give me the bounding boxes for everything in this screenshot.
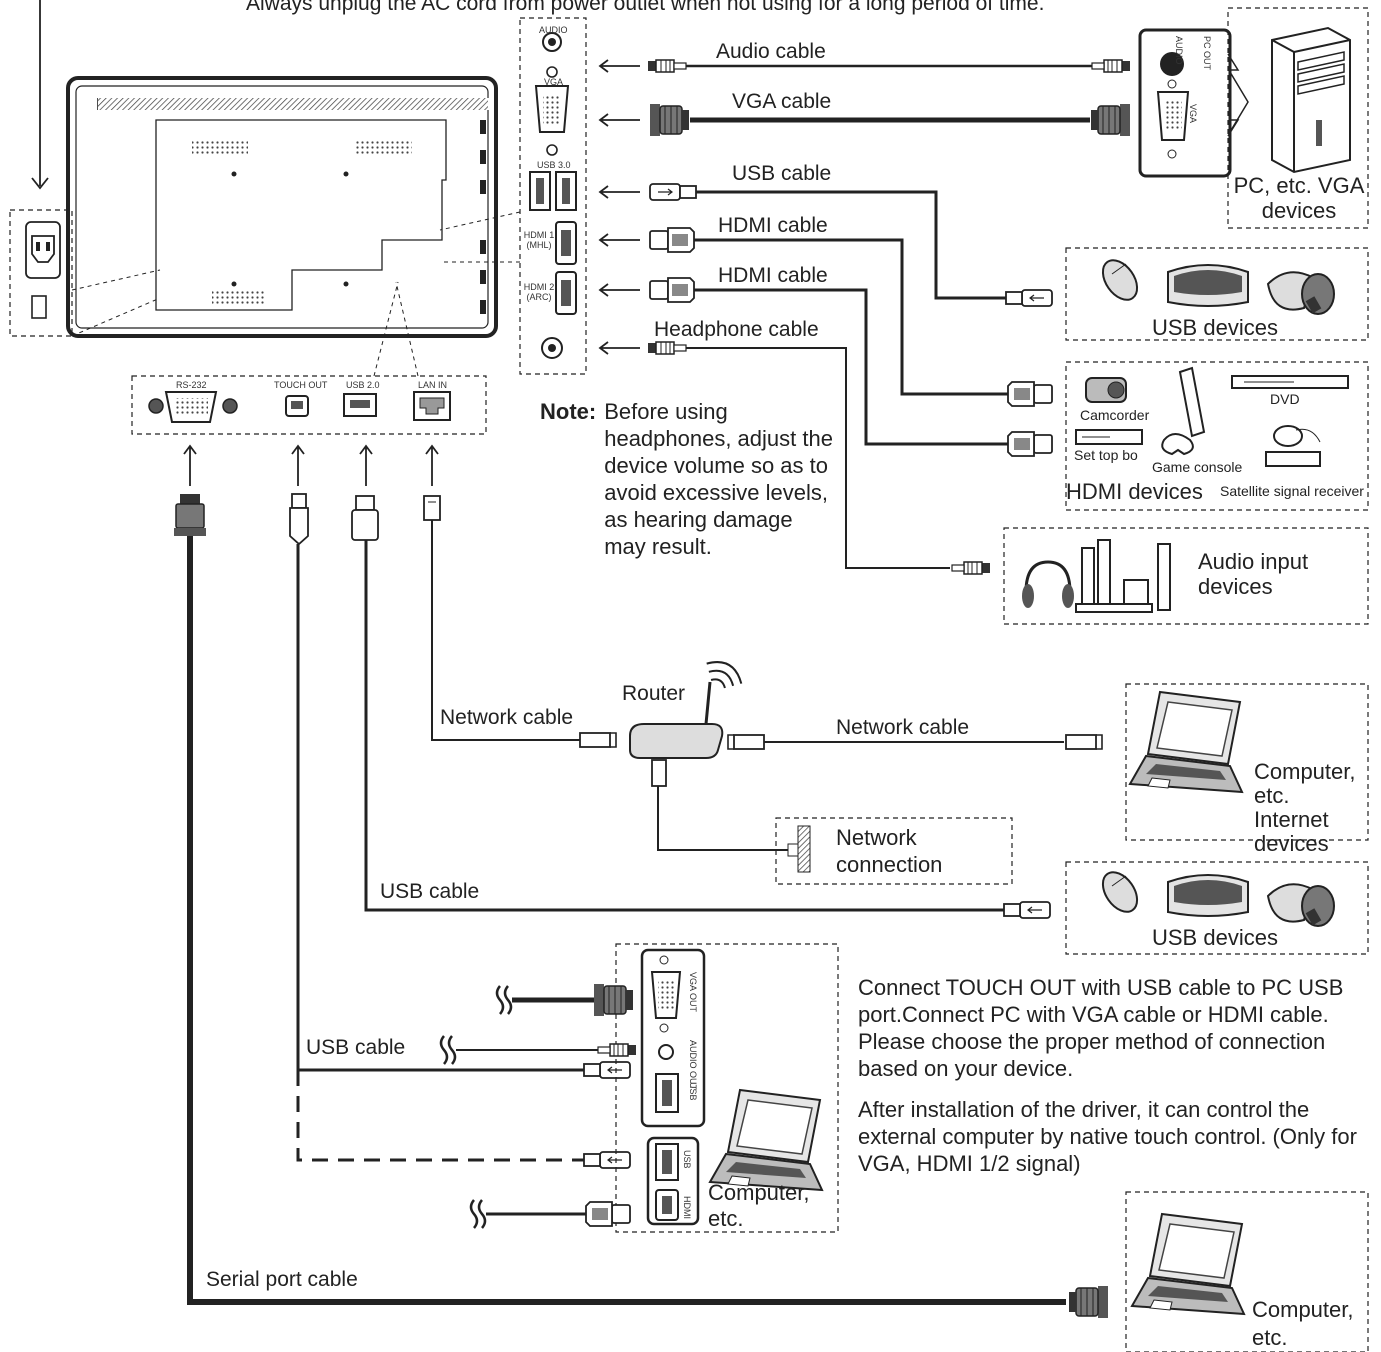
rs232-plug (174, 494, 1109, 1319)
label-vga-cable: VGA cable (732, 90, 832, 113)
instruction-2: After installation of the driver, it can… (858, 1097, 1357, 1176)
port-label-usb2: USB 2.0 (346, 380, 380, 390)
label-network-cable-right: Network cable (836, 716, 970, 739)
pc-tower (1227, 7, 1369, 229)
device-camcorder: Camcorder (1080, 407, 1150, 423)
vga-cable (649, 103, 1131, 137)
port-label-audio: AUDIO (539, 25, 568, 35)
device-audio-input: Audio input devices (1198, 549, 1309, 599)
label-usb-cable-mid: USB cable (380, 880, 480, 903)
power-inlet (9, 209, 161, 337)
port-label-usb-1: USB (688, 1082, 698, 1101)
port-label-usb-2: USB (682, 1150, 692, 1169)
network-connection-box (775, 817, 1013, 885)
label-serial-cable: Serial port cable (206, 1268, 358, 1291)
device-computer-2: Computer, etc. (1252, 1297, 1354, 1350)
usb-cable-top (649, 183, 1053, 307)
bottom-ports-strip (131, 281, 487, 435)
pc-out-panel (1138, 28, 1249, 178)
headphone-cable (647, 341, 991, 575)
port-label-vga-out: VGA OUT (688, 972, 698, 1013)
audio-input-box (1003, 527, 1369, 625)
usb-plug-bottom (351, 495, 1051, 919)
device-dvd: DVD (1270, 391, 1300, 407)
note-label: Note: (540, 399, 597, 424)
side-port-arrows (598, 59, 640, 355)
top-warning: Always unplug the AC cord from power out… (246, 0, 1045, 15)
usb-devices-box-1 (1065, 247, 1369, 341)
game-console-icon (1161, 366, 1206, 456)
power-arrow (31, 0, 49, 190)
router-icon (629, 661, 1103, 851)
pc-panel-pc-out: PC OUT (1202, 36, 1212, 71)
internet-computer-box (1125, 683, 1369, 841)
label-headphone-cable: Headphone cable (654, 318, 819, 341)
label-hdmi-cable-2: HDMI cable (718, 264, 828, 287)
device-usb-devices-2: USB devices (1152, 925, 1278, 950)
headphones-icon (1022, 560, 1074, 608)
device-game-console: Game console (1152, 459, 1243, 475)
audio-cable (647, 59, 1131, 73)
instruction-1: Connect TOUCH OUT with USB cable to PC U… (858, 975, 1344, 1081)
label-usb-cable-touch: USB cable (306, 1036, 406, 1059)
label-network-cable-left: Network cable (440, 706, 574, 729)
camcorder-icon (1085, 377, 1127, 403)
speakers-icon (1075, 539, 1171, 613)
pc-panel-vga: VGA (1188, 104, 1198, 124)
port-label-touch-out: TOUCH OUT (274, 380, 328, 390)
device-hdmi-devices: HDMI devices (1066, 479, 1203, 504)
note-block: Note: Before using headphones, adjust th… (540, 398, 850, 560)
port-label-hdmi1: HDMI 1 (MHL) (523, 230, 555, 251)
device-usb-devices-1: USB devices (1152, 315, 1278, 340)
serial-computer-box (1125, 1191, 1369, 1352)
device-set-top-box: Set top bo (1074, 447, 1138, 463)
pc-panel-audio: AUDIO (1174, 36, 1184, 65)
computer-cables (439, 983, 637, 1230)
port-label-vga: VGA (544, 77, 564, 87)
port-label-usb3: USB 3.0 (537, 160, 571, 170)
device-router: Router (622, 682, 686, 705)
label-usb-cable-top: USB cable (732, 162, 832, 185)
device-pc: PC, etc. VGA devices (1233, 173, 1365, 223)
lan-plug-bottom (423, 495, 617, 748)
side-ports-strip (439, 17, 587, 375)
tv-back-panel (66, 76, 498, 338)
satellite-receiver-icon (1265, 425, 1321, 467)
port-label-lan-in: LAN IN (418, 380, 448, 390)
dvd-icon (1231, 375, 1349, 389)
computer-ports-box (615, 943, 839, 1233)
device-satellite: Satellite signal receiver (1220, 483, 1364, 499)
port-label-hdmi: HDMI (682, 1196, 692, 1219)
touch-out-plug (289, 493, 631, 1169)
note-text: Before using headphones, adjust the devi… (604, 399, 833, 559)
label-audio-cable: Audio cable (716, 40, 826, 63)
hdmi-devices-box (1065, 361, 1369, 511)
port-label-hdmi2: HDMI 2 (ARC) (523, 282, 555, 303)
set-top-box-icon (1075, 429, 1143, 445)
hdmi-cable-1 (649, 227, 1053, 407)
port-label-rs232: RS-232 (176, 380, 207, 390)
usb-devices-box-2 (1065, 861, 1369, 955)
device-internet: Computer, etc. Internet devices (1254, 759, 1356, 856)
device-computer-1: Computer, etc. (708, 1180, 810, 1231)
hdmi-cable-2 (649, 277, 1053, 457)
device-network-connection: Network connection (836, 825, 943, 877)
label-hdmi-cable-1: HDMI cable (718, 214, 828, 237)
bottom-port-arrows (183, 444, 439, 486)
